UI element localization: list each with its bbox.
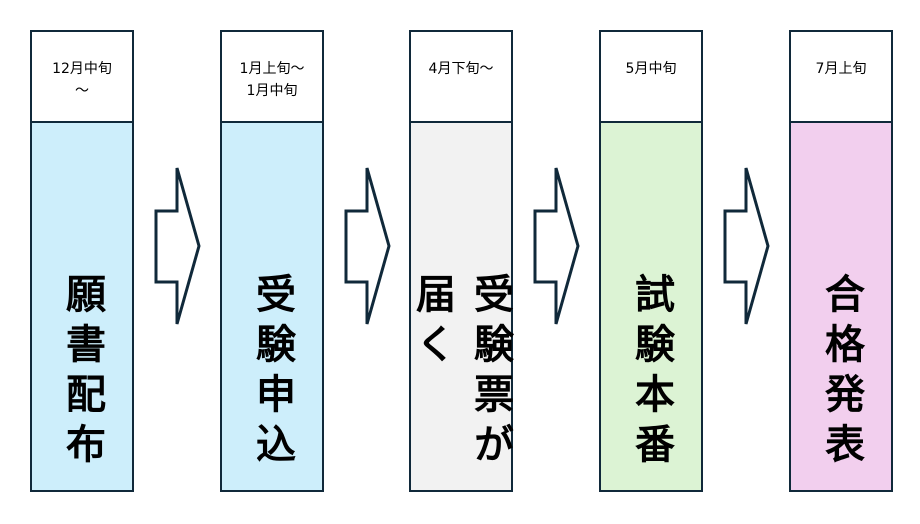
step-title: 合格発表 (818, 273, 864, 473)
arrow-right-icon (154, 167, 201, 325)
step-body: 願書配布 (30, 121, 134, 492)
step-body: 受験申込 (220, 121, 324, 492)
step-title: 受験申込 (249, 273, 295, 473)
step-5: 7月上旬 合格発表 (789, 30, 893, 492)
step-date: 12月中旬 〜 (30, 30, 134, 121)
step-body: 受験票が届く (409, 121, 513, 492)
arrow-right-icon (723, 167, 770, 325)
step-3: 4月下旬〜 受験票が届く (409, 30, 513, 492)
step-title: 受験票が届く (409, 273, 513, 473)
step-title: 試験本番 (628, 273, 674, 473)
step-date: 7月上旬 (789, 30, 893, 121)
step-2: 1月上旬〜 1月中旬 受験申込 (220, 30, 324, 492)
step-title: 願書配布 (59, 273, 105, 473)
step-date: 1月上旬〜 1月中旬 (220, 30, 324, 121)
step-date: 4月下旬〜 (409, 30, 513, 121)
step-date: 5月中旬 (599, 30, 703, 121)
arrow-right-icon (533, 167, 580, 325)
step-body: 試験本番 (599, 121, 703, 492)
step-body: 合格発表 (789, 121, 893, 492)
arrow-right-icon (344, 167, 391, 325)
step-4: 5月中旬 試験本番 (599, 30, 703, 492)
step-1: 12月中旬 〜 願書配布 (30, 30, 134, 492)
